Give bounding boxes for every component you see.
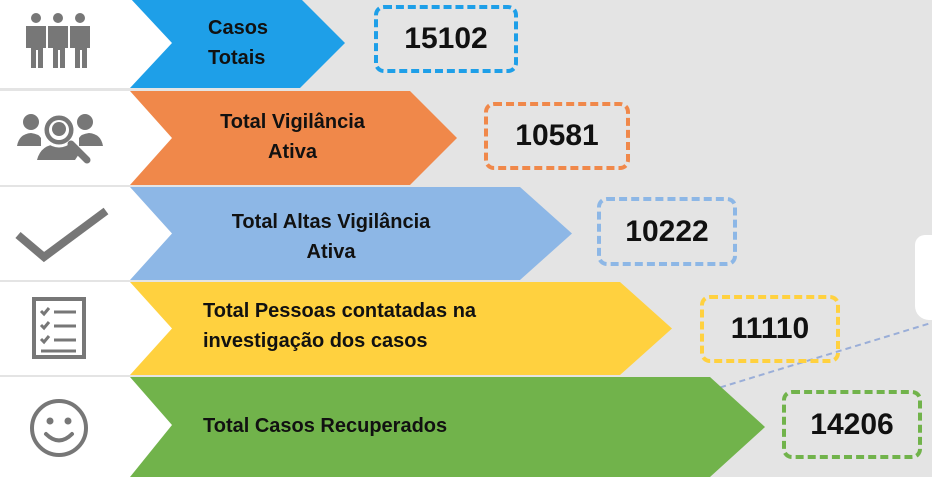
checklist-icon <box>32 297 86 359</box>
value-box-casos: 15102 <box>374 5 518 73</box>
map-fragment <box>915 235 932 320</box>
arrow-vigilancia-ativa <box>120 91 457 185</box>
label-line: Totais <box>208 47 266 69</box>
people-icon <box>26 13 90 68</box>
value-altas: 10222 <box>625 214 709 248</box>
label-line: investigação dos casos <box>203 330 428 352</box>
value-box-altas: 10222 <box>597 197 737 266</box>
smiley-icon <box>30 399 88 457</box>
label-line: Casos <box>208 17 269 39</box>
arrow-altas-vigilancia <box>120 187 572 280</box>
label-recuperados: Total Casos Recuperados <box>203 411 447 441</box>
icon-tab-altas <box>0 187 172 280</box>
label-line: Total Pessoas contatadas na <box>203 300 477 322</box>
label-line: Total Vigilância <box>220 111 365 133</box>
value-casos: 15102 <box>404 22 488 55</box>
value-recuperados: 14206 <box>810 407 894 441</box>
checkmark-icon <box>15 207 109 263</box>
label-line: Ativa <box>306 241 356 263</box>
label-line: Ativa <box>268 141 317 163</box>
value-pessoas: 11110 <box>730 312 810 345</box>
value-box-recuperados: 14206 <box>782 390 922 459</box>
value-box-vigilancia: 10581 <box>484 102 630 170</box>
people-search-icon <box>17 112 103 164</box>
label-line: Total Altas Vigilância <box>231 211 431 233</box>
label-line: Total Casos Recuperados <box>203 415 448 437</box>
label-pessoas-contatadas: Total Pessoas contatadas na investigação … <box>203 296 476 356</box>
value-vigilancia: 10581 <box>515 119 599 152</box>
arrow-recuperados <box>120 377 765 477</box>
arrow-pessoas-contatadas <box>120 282 672 375</box>
value-box-pessoas: 11110 <box>700 295 840 363</box>
